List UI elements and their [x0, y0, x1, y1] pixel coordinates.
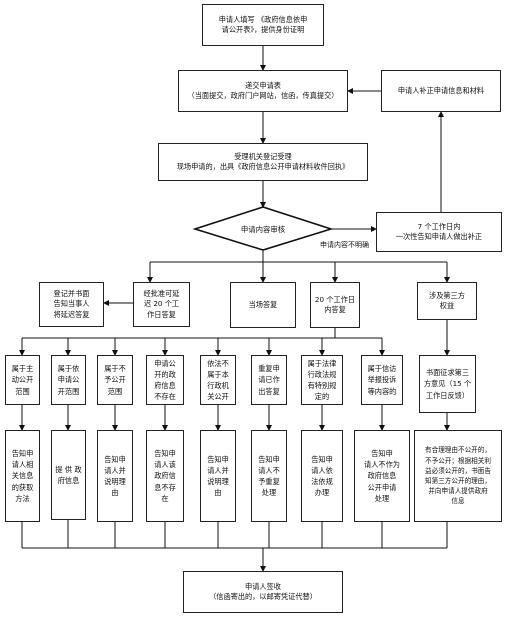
result-explain-reason-2: 告知申 请人并 说明理 由	[200, 430, 236, 522]
sign-node: 申请人签收 （信函寄出的，以邮寄凭证代替）	[183, 571, 343, 613]
category-on-request: 属于依 申请公 开范围	[51, 355, 86, 405]
category-third-party-opinion: 书面征求第三 方意见（15 个 工作日反馈）	[419, 355, 476, 413]
result-not-exist: 告知申 请人该 政府信 息不存 在	[146, 430, 184, 522]
result-no-repeat: 告知申 请人不 予重复 处理	[251, 430, 287, 522]
onsite-reply-node: 当场答复	[230, 282, 296, 328]
register-node: 受理机关登记受理 现场申请的，出具《政府信息公开申请材料收件回执》	[158, 143, 368, 181]
apply-node: 申请人填写 《政府信息依申 请公开表》，提供身份证明	[202, 4, 324, 46]
review-label: 申请内容审核	[240, 225, 286, 234]
notify-7-days-node: 7 个工作日内 一次性告知申请人做出补正	[376, 212, 502, 252]
category-proactive: 属于主 动公开 范围	[5, 355, 40, 405]
category-nonexistent: 申请公 开的政 府信息 不存在	[146, 355, 184, 405]
review-diamond	[192, 206, 334, 251]
twenty-days-node: 20 个工作日 内答复	[310, 282, 360, 328]
category-special-law: 属于法律 行政法规 有特别规 定的	[301, 355, 343, 405]
category-repeat: 重复申 请已作 出答复	[251, 355, 287, 405]
result-provide-info: 提 供 政 府信息	[51, 430, 86, 520]
result-per-law: 告知申 请人依 法依规 办理	[301, 430, 343, 522]
result-third-party-decision: 有合理理由不公开的， 不予公开；根据相关利 益必须公开的，书面告 知第三方公开的…	[414, 430, 502, 522]
result-not-processed: 告知申 请人不作为 政府信息 公开申请 处理	[354, 430, 410, 522]
approved-delay-node: 经批准可延 迟 20 个工 作日答复	[133, 282, 190, 327]
result-explain-reason: 告知申 请人并 说明理 由	[97, 430, 133, 522]
unclear-label: 申请内容不明确	[320, 241, 369, 249]
result-access-method: 告知申 请人相 关信息 的获取 方法	[5, 430, 40, 522]
supplement-node: 申请人补正申请信息和材料	[381, 70, 501, 112]
third-party-node: 涉及第三方 权益	[417, 282, 477, 320]
delay-notice-node: 登记并书面 告知当事人 将延迟答复	[39, 282, 104, 327]
category-not-disclosed: 属于不 予公开 范围	[97, 355, 133, 405]
submit-node: 递交申请表 （当面提交，政府门户网站，信函，传真提交）	[178, 70, 348, 112]
category-other-agency: 依法不 属于本 行政机 关公开	[200, 355, 236, 405]
category-petition: 属于信访 举报投诉 等内容的	[361, 355, 403, 405]
